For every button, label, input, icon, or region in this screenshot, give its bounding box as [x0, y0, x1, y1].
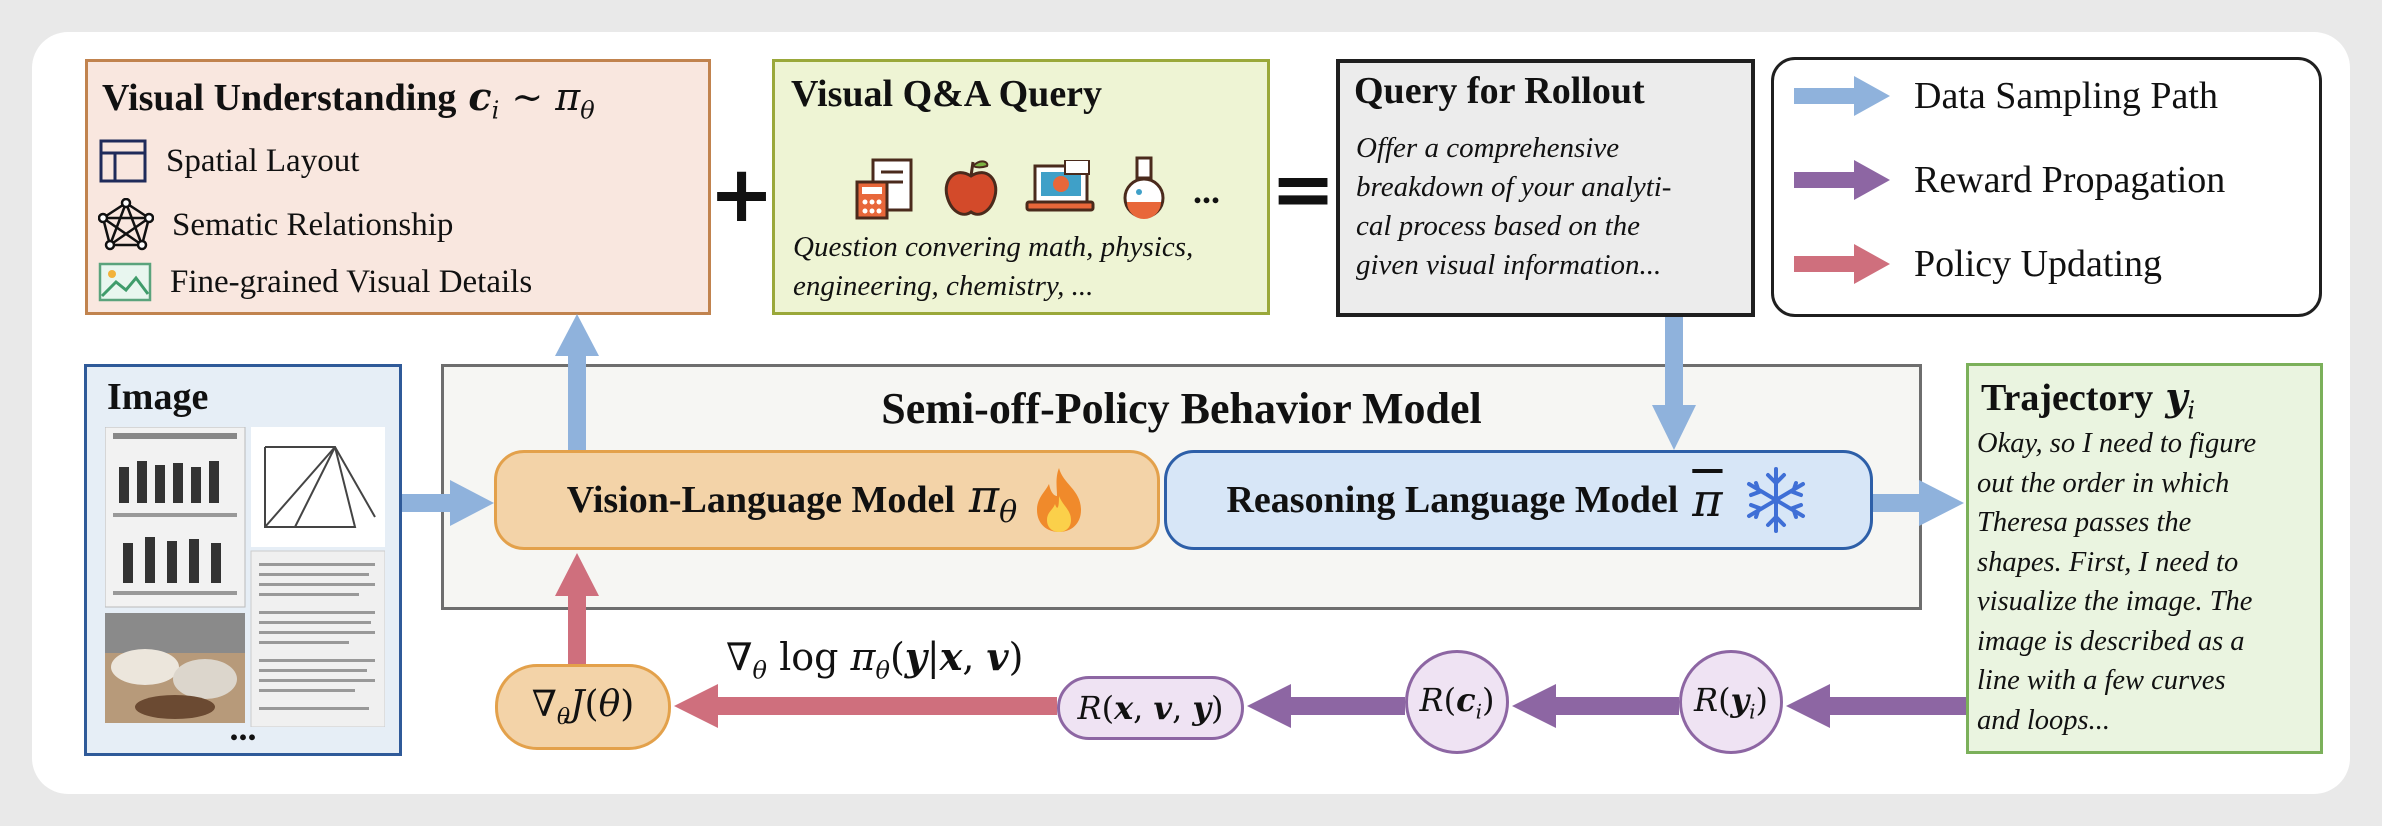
fire-icon — [1037, 468, 1082, 532]
qa-text-line: engineering, chemistry, ... — [793, 270, 1094, 302]
vu-item-label: Spatial Layout — [166, 142, 360, 179]
image-box: Image — [84, 364, 402, 756]
vlm-policy-symbol: πθ — [968, 469, 1018, 531]
sampling-arrow-icon — [1794, 76, 1890, 116]
landscape-icon — [98, 262, 152, 302]
qa-text-line: Question convering math, physics, — [793, 231, 1194, 263]
qa-title: Visual Q&A Query — [791, 73, 1103, 115]
reward-arrow — [1786, 684, 1966, 728]
trajectory-line: Okay, so I need to figure — [1977, 428, 2257, 459]
laptop-chart-icon — [1025, 160, 1095, 212]
trajectory-line: Theresa passes the — [1977, 507, 2192, 538]
visual-qa-query-box: Visual Q&A Query ... — [772, 59, 1270, 315]
legend-label: Data Sampling Path — [1914, 75, 2218, 117]
vision-language-model: Vision-Language Model πθ — [494, 450, 1160, 550]
reasoning-language-model: Reasoning Language Model π — [1164, 450, 1873, 550]
policy-gradient-node: ∇θJ(θ) — [495, 664, 671, 750]
graph-icon — [98, 198, 154, 251]
sampling-arrow — [402, 480, 494, 526]
trajectory-line: shapes. First, I need to — [1977, 546, 2239, 578]
reward-c-node: R(ci) — [1405, 650, 1509, 754]
vu-title-row: Visual Understanding ci ∼ πθ — [102, 74, 595, 125]
trajectory-title-row: Trajectory yi — [1981, 374, 2195, 425]
gradient-formula-label: ∇θ log πθ(y|x, v) — [726, 634, 1024, 685]
legend-label: Policy Updating — [1914, 243, 2163, 285]
layout-icon — [99, 139, 147, 183]
vu-item-label: Fine-grained Visual Details — [170, 263, 533, 300]
snowflake-icon — [1746, 467, 1805, 533]
vu-item-label: Sematic Relationship — [172, 206, 454, 243]
vu-item-details: Fine-grained Visual Details — [98, 260, 532, 304]
rollout-line: cal process based on the — [1356, 210, 1641, 242]
trajectory-line: out the order in which — [1977, 467, 2230, 499]
equals-sign: = — [1270, 145, 1336, 235]
vu-item-relationship: Sematic Relationship — [98, 198, 453, 252]
rollout-line: Offer a comprehensive — [1356, 132, 1620, 164]
reward-arrow — [1512, 684, 1679, 728]
policy-arrow-icon — [1794, 244, 1890, 284]
trajectory-text: Okay, so I need to figure out the order … — [1977, 424, 2256, 740]
vu-title: Visual Understanding — [102, 77, 457, 119]
vlm-label: Vision-Language Model — [566, 479, 955, 521]
legend-item-sampling: Data Sampling Path — [1794, 74, 2218, 118]
calculator-document-icon — [855, 158, 913, 220]
qa-description: Question convering math, physics, engine… — [793, 228, 1193, 306]
rollout-query-box: Query for Rollout Offer a comprehensive … — [1336, 59, 1755, 317]
image-ellipsis: ... — [229, 708, 257, 748]
rlm-label: Reasoning Language Model — [1226, 479, 1679, 521]
sampling-arrow — [1652, 317, 1696, 450]
trajectory-line: visualize the image. The — [1977, 586, 2253, 617]
legend-item-reward: Reward Propagation — [1794, 158, 2225, 202]
legend-box: Data Sampling Path Reward Propagation Po… — [1771, 57, 2322, 317]
trajectory-title: Trajectory — [1981, 377, 2154, 419]
trajectory-line: image is described as a — [1977, 625, 2245, 657]
legend-item-policy: Policy Updating — [1794, 242, 2162, 286]
trajectory-line: and loops... — [1977, 704, 2111, 736]
rollout-line: breakdown of your analyti- — [1356, 171, 1672, 203]
trajectory-line: line with a few curves — [1977, 665, 2226, 696]
policy-arrow — [555, 553, 599, 664]
plus-sign: + — [708, 150, 775, 240]
visual-understanding-box: Visual Understanding ci ∼ πθ Spatial Lay… — [85, 59, 711, 315]
behavior-model-title: Semi-off-Policy Behavior Model — [881, 384, 1482, 433]
vu-item-layout: Spatial Layout — [98, 138, 359, 184]
rollout-title: Query for Rollout — [1354, 70, 1645, 112]
sampling-arrow — [1873, 480, 1964, 526]
trajectory-symbol: yi — [2165, 374, 2196, 425]
reward-arrow-icon — [1794, 160, 1890, 200]
rlm-policy-symbol: π — [1692, 473, 1723, 527]
qa-icons-ellipsis: ... — [1193, 171, 1220, 211]
policy-arrow — [674, 684, 1057, 728]
legend-label: Reward Propagation — [1914, 159, 2226, 201]
rollout-text: Offer a comprehensive breakdown of your … — [1356, 129, 1671, 285]
flask-icon — [1123, 156, 1165, 219]
sampling-arrow — [555, 314, 599, 450]
trajectory-box: Trajectory yi Okay, so I need to figure … — [1966, 363, 2323, 754]
sample-images-icon — [105, 427, 385, 727]
rollout-line: given visual information... — [1356, 249, 1662, 281]
reward-y-node: R(yi) — [1679, 650, 1783, 754]
qa-icons: ... — [853, 154, 1220, 220]
reward-xvy-node: R(x, v, y) — [1057, 676, 1244, 740]
apple-icon — [944, 160, 998, 216]
image-title: Image — [107, 376, 209, 418]
reward-arrow — [1247, 684, 1405, 728]
vu-title-formula: ci ∼ πθ — [468, 74, 595, 125]
